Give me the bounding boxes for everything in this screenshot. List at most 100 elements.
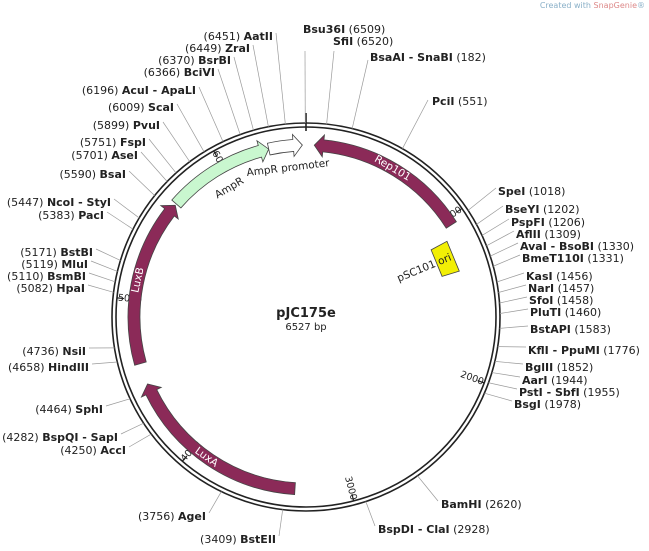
site-label-nari[interactable]: NarI (1457) (528, 282, 594, 295)
site-label-aatii[interactable]: (6451) AatII (204, 30, 273, 43)
site-label-bspqi-sapi[interactable]: (4282) BspQI - SapI (2, 431, 118, 444)
site-label-agei[interactable]: (3756) AgeI (138, 510, 206, 523)
site-label-aflii[interactable]: AflII (1309) (516, 228, 581, 241)
site-bglii[interactable]: BglII (1852) (525, 361, 593, 374)
site-label-aari[interactable]: AarI (1944) (522, 374, 588, 387)
site-bstbi[interactable]: (5171) BstBI (20, 246, 93, 259)
site-zrai[interactable]: (6449) ZraI (185, 42, 250, 55)
site-sfii[interactable]: SfiI (6520) (333, 35, 393, 48)
site-label-hindiii[interactable]: (4658) HindIII (8, 361, 89, 374)
site-label-sphi[interactable]: (4464) SphI (35, 403, 103, 416)
site-bspdi-clai[interactable]: BspDI - ClaI (2928) (378, 523, 490, 536)
site-sphi[interactable]: (4464) SphI (35, 403, 103, 416)
site-label-sfii[interactable]: SfiI (6520) (333, 35, 393, 48)
site-aflii[interactable]: AflII (1309) (516, 228, 581, 241)
site-spei[interactable]: SpeI (1018) (498, 185, 565, 198)
site-label-ncoi-styi[interactable]: (5447) NcoI - StyI (7, 196, 111, 209)
site-label-scai[interactable]: (6009) ScaI (108, 101, 174, 114)
site-label-spei[interactable]: SpeI (1018) (498, 185, 565, 198)
site-label-fspi[interactable]: (5751) FspI (80, 136, 146, 149)
feature-shape-psc101-ori[interactable] (430, 240, 460, 277)
site-pvui[interactable]: (5899) PvuI (93, 119, 160, 132)
site-label-bsgi[interactable]: BsgI (1978) (514, 398, 581, 411)
site-acci[interactable]: (4250) AccI (60, 444, 126, 457)
site-pluti[interactable]: PluTI (1460) (530, 306, 601, 319)
site-aatii[interactable]: (6451) AatII (204, 30, 273, 43)
site-bstapi[interactable]: BstAPI (1583) (530, 323, 611, 336)
feature-psc101-ori[interactable]: pSC101 ori (395, 240, 460, 285)
site-label-asei[interactable]: (5701) AseI (71, 149, 138, 162)
site-bsaai-snabi[interactable]: BsaAI - SnaBI (182) (370, 51, 486, 64)
site-kasi[interactable]: KasI (1456) (526, 270, 593, 283)
site-bspqi-sapi[interactable]: (4282) BspQI - SapI (2, 431, 118, 444)
site-scai[interactable]: (6009) ScaI (108, 101, 174, 114)
feature-shape-ampr-promoter[interactable] (266, 133, 303, 158)
site-bsmbi[interactable]: (5110) BsmBI (7, 270, 86, 283)
site-ncoi-styi[interactable]: (5447) NcoI - StyI (7, 196, 111, 209)
site-label-bglii[interactable]: BglII (1852) (525, 361, 593, 374)
site-label-bsu36i[interactable]: Bsu36I (6509) (303, 23, 385, 36)
site-nari[interactable]: NarI (1457) (528, 282, 594, 295)
site-hindiii[interactable]: (4658) HindIII (8, 361, 89, 374)
site-kfli-ppumi[interactable]: KflI - PpuMI (1776) (528, 344, 640, 357)
feature-shape-rep101[interactable] (313, 133, 457, 229)
feature-shape-luxa[interactable] (140, 383, 296, 496)
feature-shape-ampr[interactable] (171, 139, 270, 209)
site-label-acui-apali[interactable]: (6196) AcuI - ApaLI (82, 84, 196, 97)
site-bsai[interactable]: (5590) BsaI (59, 168, 126, 181)
site-label-bsai[interactable]: (5590) BsaI (59, 168, 126, 181)
feature-luxb[interactable]: LuxB (127, 204, 179, 366)
site-bsteii[interactable]: (3409) BstEII (200, 533, 276, 546)
site-label-bsaai-snabi[interactable]: BsaAI - SnaBI (182) (370, 51, 486, 64)
site-pspfi[interactable]: PspFI (1206) (511, 216, 585, 229)
site-label-bspdi-clai[interactable]: BspDI - ClaI (2928) (378, 523, 490, 536)
site-aari[interactable]: AarI (1944) (522, 374, 588, 387)
site-bsrbi[interactable]: (6370) BsrBI (158, 54, 231, 67)
site-label-bstapi[interactable]: BstAPI (1583) (530, 323, 611, 336)
feature-luxa[interactable]: LuxA (140, 383, 296, 496)
site-acui-apali[interactable]: (6196) AcuI - ApaLI (82, 84, 196, 97)
site-asei[interactable]: (5701) AseI (71, 149, 138, 162)
site-sfoi[interactable]: SfoI (1458) (529, 294, 593, 307)
site-label-sfoi[interactable]: SfoI (1458) (529, 294, 593, 307)
site-agei[interactable]: (3756) AgeI (138, 510, 206, 523)
site-label-pcii[interactable]: PciI (551) (432, 95, 488, 108)
site-label-psti-sbfi[interactable]: PstI - SbfI (1955) (519, 386, 620, 399)
site-label-bmet110i[interactable]: BmeT110I (1331) (522, 252, 624, 265)
site-label-pluti[interactable]: PluTI (1460) (530, 306, 601, 319)
site-avai-bsobi[interactable]: AvaI - BsoBI (1330) (520, 240, 634, 253)
site-paci[interactable]: (5383) PacI (38, 209, 104, 222)
site-label-nsii[interactable]: (4736) NsiI (22, 345, 86, 358)
site-fspi[interactable]: (5751) FspI (80, 136, 146, 149)
site-hpai[interactable]: (5082) HpaI (16, 282, 85, 295)
site-label-bstbi[interactable]: (5171) BstBI (20, 246, 93, 259)
site-label-kasi[interactable]: KasI (1456) (526, 270, 593, 283)
site-bsu36i[interactable]: Bsu36I (6509) (303, 23, 385, 36)
site-nsii[interactable]: (4736) NsiI (22, 345, 86, 358)
site-label-bsteii[interactable]: (3409) BstEII (200, 533, 276, 546)
site-label-zrai[interactable]: (6449) ZraI (185, 42, 250, 55)
site-bsgi[interactable]: BsgI (1978) (514, 398, 581, 411)
site-bmet110i[interactable]: BmeT110I (1331) (522, 252, 624, 265)
site-label-pvui[interactable]: (5899) PvuI (93, 119, 160, 132)
site-label-mlui[interactable]: (5119) MluI (21, 258, 88, 271)
site-label-bsmbi[interactable]: (5110) BsmBI (7, 270, 86, 283)
site-label-bamhi[interactable]: BamHI (2620) (441, 498, 522, 511)
site-label-kfli-ppumi[interactable]: KflI - PpuMI (1776) (528, 344, 640, 357)
site-bseyi[interactable]: BseYI (1202) (505, 203, 580, 216)
site-label-avai-bsobi[interactable]: AvaI - BsoBI (1330) (520, 240, 634, 253)
site-mlui[interactable]: (5119) MluI (21, 258, 88, 271)
site-label-bsrbi[interactable]: (6370) BsrBI (158, 54, 231, 67)
site-bamhi[interactable]: BamHI (2620) (441, 498, 522, 511)
site-bcivi[interactable]: (6366) BciVI (144, 66, 215, 79)
feature-shape-luxb[interactable] (127, 204, 179, 366)
site-psti-sbfi[interactable]: PstI - SbfI (1955) (519, 386, 620, 399)
site-label-hpai[interactable]: (5082) HpaI (16, 282, 85, 295)
feature-rep101[interactable]: Rep101 (313, 133, 457, 229)
site-label-paci[interactable]: (5383) PacI (38, 209, 104, 222)
site-pcii[interactable]: PciI (551) (432, 95, 488, 108)
site-label-bseyi[interactable]: BseYI (1202) (505, 203, 580, 216)
site-label-bcivi[interactable]: (6366) BciVI (144, 66, 215, 79)
site-label-acci[interactable]: (4250) AccI (60, 444, 126, 457)
site-label-pspfi[interactable]: PspFI (1206) (511, 216, 585, 229)
